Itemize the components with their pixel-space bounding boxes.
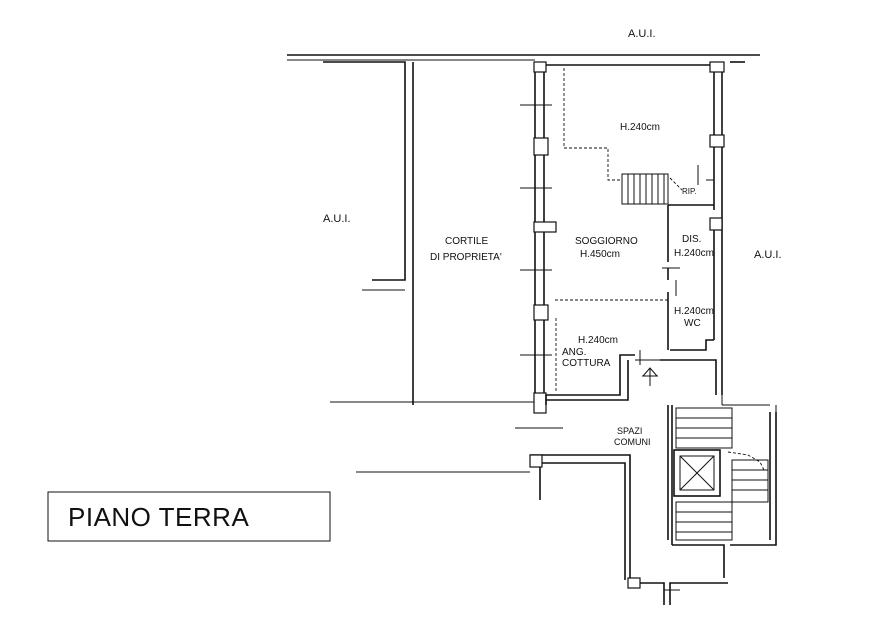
- entrance-arrow: [641, 367, 659, 386]
- elevator: [673, 449, 721, 497]
- cucina-label-2: COTTURA: [562, 358, 611, 369]
- boundary-lines: [287, 54, 777, 415]
- aui-right-label: A.U.I.: [754, 249, 782, 261]
- wc-height-label: H.240cm: [674, 306, 714, 317]
- corridor-walls: [356, 427, 728, 605]
- aui-left-label: A.U.I.: [323, 213, 351, 225]
- dashed-outlines: [555, 68, 683, 392]
- dis-label: DIS.: [682, 234, 701, 245]
- rip-label: RIP.: [682, 187, 697, 196]
- cucina-height-label: H.240cm: [578, 335, 618, 346]
- dis-height-label: H.240cm: [674, 248, 714, 259]
- plan-title: PIANO TERRA: [68, 502, 249, 532]
- cortile-label-2: DI PROPRIETA': [430, 252, 502, 263]
- spazi-comuni-label-2: COMUNI: [614, 437, 651, 447]
- upper-height-label: H.240cm: [620, 122, 660, 133]
- internal-stair: [621, 173, 669, 205]
- aui-top-label: A.U.I.: [628, 28, 656, 40]
- soggiorno-height-label: H.450cm: [580, 249, 620, 260]
- soggiorno-label: SOGGIORNO: [575, 236, 638, 247]
- cortile-label: CORTILE: [445, 236, 488, 247]
- wc-label: WC: [684, 318, 701, 329]
- cucina-label: ANG.: [562, 347, 586, 358]
- common-stairwell: [667, 405, 777, 578]
- title-box: [47, 491, 331, 542]
- apartment-walls: [520, 61, 725, 414]
- spazi-comuni-label: SPAZI: [617, 426, 642, 436]
